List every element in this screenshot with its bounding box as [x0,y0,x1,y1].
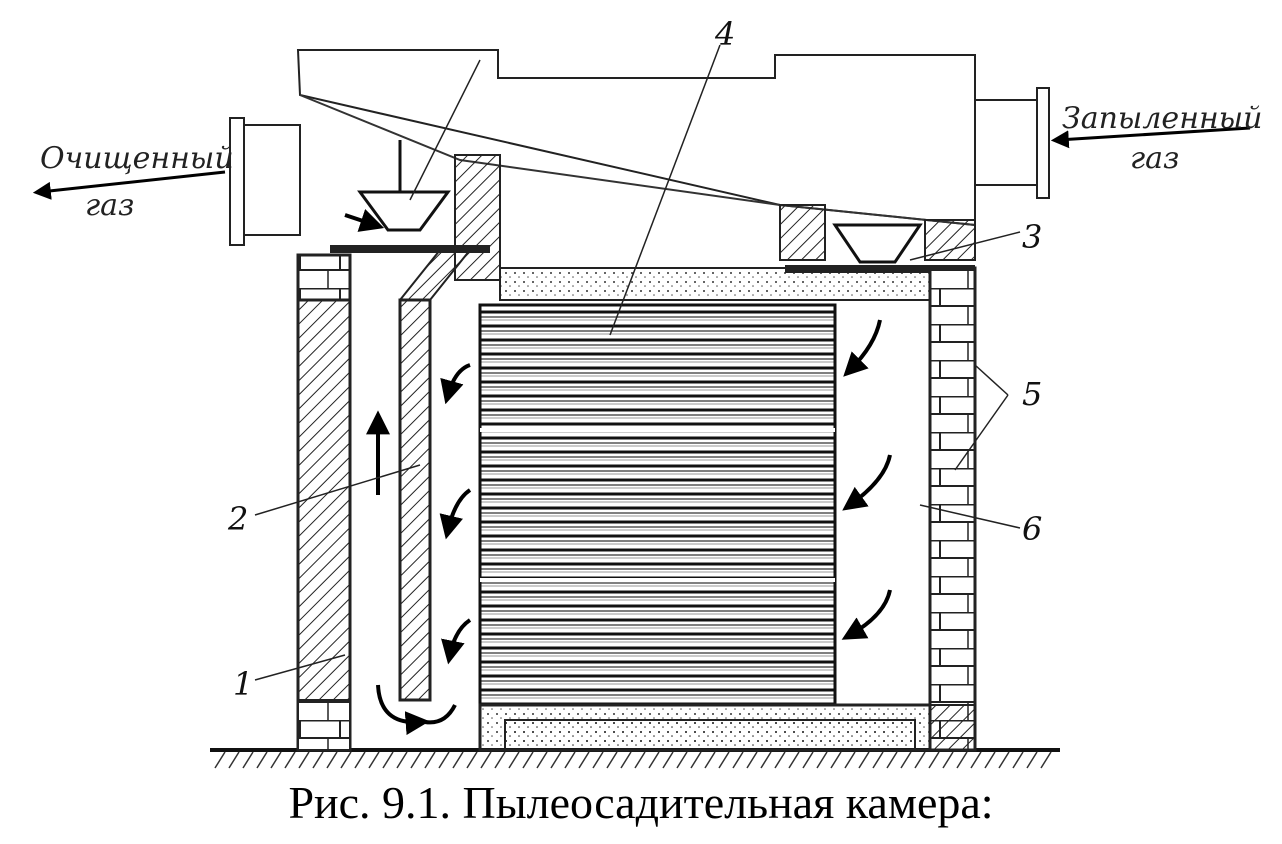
hood-right-block [779,204,826,261]
inlet-gas-label-line2: газ [1130,141,1179,176]
part-label-5: 5 [1022,375,1042,413]
ground-hatch-stroke [424,751,436,769]
part-label-6: 6 [1022,510,1042,548]
ground-hatch-stroke [802,751,814,769]
outlet-gas-label-line2: газ [85,188,134,223]
ground-hatch-stroke [578,751,590,769]
ground-hatch-stroke [1040,751,1052,769]
ground-hatch-stroke [466,751,478,769]
ground-hatch-stroke [690,751,702,769]
ground-hatch-stroke [718,751,730,769]
ground-hatch-stroke [704,751,716,769]
ground-hatch-stroke [858,751,870,769]
ground-hatch-stroke [354,751,366,769]
ground-hatch-stroke [396,751,408,769]
ground-hatch-stroke [984,751,996,769]
part-label-2: 2 [227,500,248,538]
left-wall-base [297,699,351,751]
ground-hatch-stroke [284,751,296,769]
ground-hatch-stroke [536,751,548,769]
ground-hatch-stroke [620,751,632,769]
inlet-gas-label-line1: Запыленный [1062,101,1262,136]
ground-hatch-stroke [438,751,450,769]
ground-hatch-stroke [522,751,534,769]
ground-hatch-stroke [340,751,352,769]
ground-hatch-stroke [256,751,268,769]
flow-arrows [344,209,892,736]
ground-hatch-stroke [746,751,758,769]
right-brick-wall [928,266,977,752]
bottom-slab-inner [504,719,916,751]
ground-hatch-stroke [886,751,898,769]
ground-hatch-stroke [550,751,562,769]
part-label-1: 1 [233,665,253,703]
left-wall-cap [296,253,352,302]
hood-underside [299,94,976,226]
ground-hatch-stroke [606,751,618,769]
figure-caption: Рис. 9.1. Пылеосадительная камера: [288,777,994,828]
top-beam-left [330,245,490,253]
ground-hatch-stroke [410,751,422,769]
ground-hatch-stroke [816,751,828,769]
ground-hatch-stroke [452,751,464,769]
outlet-arrow [32,170,226,200]
gas-duct-hood [296,49,976,227]
inlet-pipe [974,87,1050,199]
ground-hatch-stroke [242,751,254,769]
ground-hatch-stroke [382,751,394,769]
ground-hatch-stroke [326,751,338,769]
left-outer-wall [296,296,352,752]
ground-hatch-stroke [564,751,576,769]
ground-hatch-stroke [312,751,324,769]
top-slab [499,267,931,301]
ground-hatch-stroke [648,751,660,769]
inner-partition [398,298,432,702]
ground-hatch-stroke [298,751,310,769]
ground-hatch-stroke [774,751,786,769]
ground-hatch-stroke [872,751,884,769]
ground-hatch-stroke [830,751,842,769]
right-damper-icon [832,223,923,264]
ground-hatch-stroke [760,751,772,769]
outlet-gas-label-line1: Очищенный [40,141,234,176]
ground-hatch-stroke [914,751,926,769]
ground-hatch-stroke [956,751,968,769]
ground-hatch-stroke [368,751,380,769]
shelf-stack [478,303,837,707]
ground-hatch-stroke [634,751,646,769]
ground-hatch-stroke [788,751,800,769]
ground-hatch-stroke [1012,751,1024,769]
ground-hatch-stroke [1026,751,1038,769]
right-wall-base [929,704,976,751]
ground-hatch-stroke [592,751,604,769]
inlet-arrow [1050,126,1251,149]
leader-lines [254,44,1021,681]
ground-hatch-stroke [970,751,982,769]
ground-hatch-stroke [998,751,1010,769]
outlet-pipe [229,117,301,246]
ground-hatch-stroke [928,751,940,769]
hood-left-block [454,154,501,281]
ground-hatch-stroke [844,751,856,769]
part-label-4: 4 [714,15,735,53]
ground-hatch-stroke [270,751,282,769]
ground-hatch-stroke [942,751,954,769]
top-beam-right [785,265,975,273]
part-label-3: 3 [1022,218,1042,256]
ground-hatch-stroke [228,751,240,769]
ground-hatch-stroke [662,751,674,769]
ground-hatch-stroke [900,751,912,769]
ground-hatch-stroke [508,751,520,769]
ground-hatch-stroke [676,751,688,769]
ground-hatch-stroke [480,751,492,769]
ground-hatch-stroke [494,751,506,769]
ground-hatch-stroke [732,751,744,769]
ground-hatch-stroke [214,751,226,769]
ground [210,748,1060,769]
